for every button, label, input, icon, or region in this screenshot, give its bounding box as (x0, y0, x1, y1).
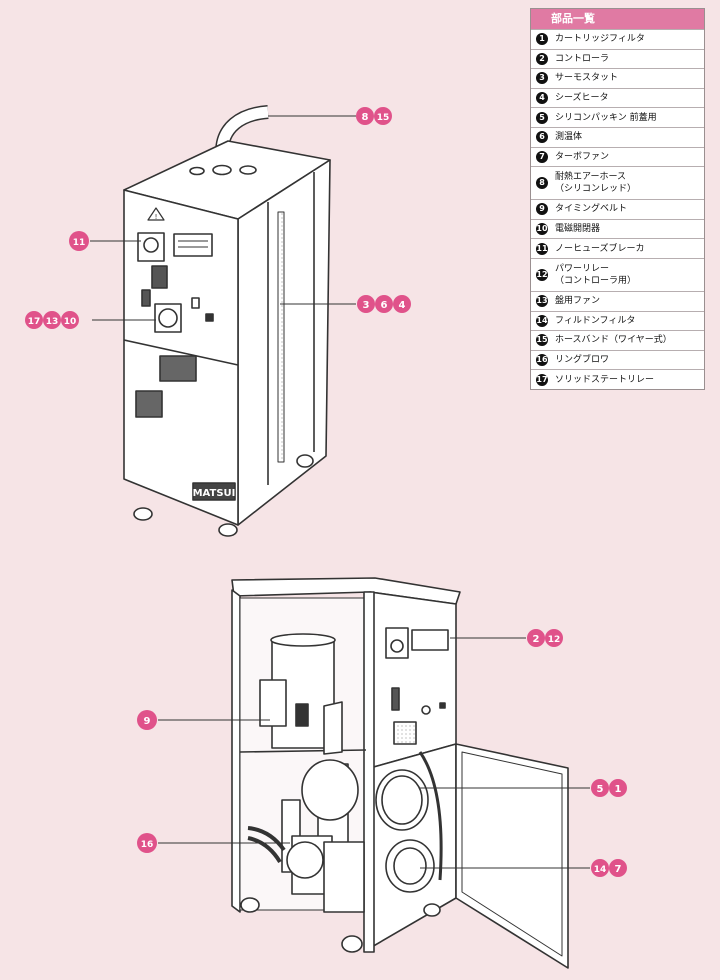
svg-text:6: 6 (381, 300, 388, 311)
caster-wheels (133, 454, 314, 537)
callout-16: 16 (137, 833, 157, 853)
closed-machine: ! MATSUI (123, 105, 331, 537)
svg-text:15: 15 (377, 113, 390, 123)
callout-14-7: 14 7 (591, 859, 627, 877)
open-machine (231, 577, 569, 969)
svg-text:17: 17 (28, 317, 41, 327)
parts-list-title: 部品一覧 (531, 9, 704, 29)
svg-text:7: 7 (615, 864, 622, 875)
callout-17-13-10: 17 13 10 (25, 311, 79, 329)
svg-text:!: ! (155, 213, 158, 221)
svg-text:12: 12 (548, 635, 561, 645)
svg-text:14: 14 (594, 865, 607, 875)
svg-text:1: 1 (615, 784, 622, 795)
callout-11: 11 (69, 231, 89, 251)
svg-text:5: 5 (597, 784, 604, 795)
svg-text:9: 9 (144, 716, 151, 727)
callout-3-6-4: 3 6 4 (357, 295, 411, 313)
svg-text:13: 13 (46, 317, 59, 327)
svg-text:2: 2 (533, 634, 540, 645)
svg-text:11: 11 (73, 238, 86, 248)
svg-text:10: 10 (64, 317, 77, 327)
svg-text:4: 4 (399, 300, 406, 311)
caster-wheels-bottom (240, 897, 441, 953)
leader-lines (90, 115, 590, 869)
svg-text:3: 3 (363, 300, 370, 311)
callout-2-12: 2 12 (527, 629, 563, 647)
callout-8-15: 8 15 (356, 107, 392, 125)
brand-logo-text: MATSUI (193, 488, 236, 499)
callout-5-1: 5 1 (591, 779, 627, 797)
svg-text:8: 8 (362, 112, 369, 123)
callout-9: 9 (137, 710, 157, 730)
svg-text:16: 16 (141, 840, 154, 850)
